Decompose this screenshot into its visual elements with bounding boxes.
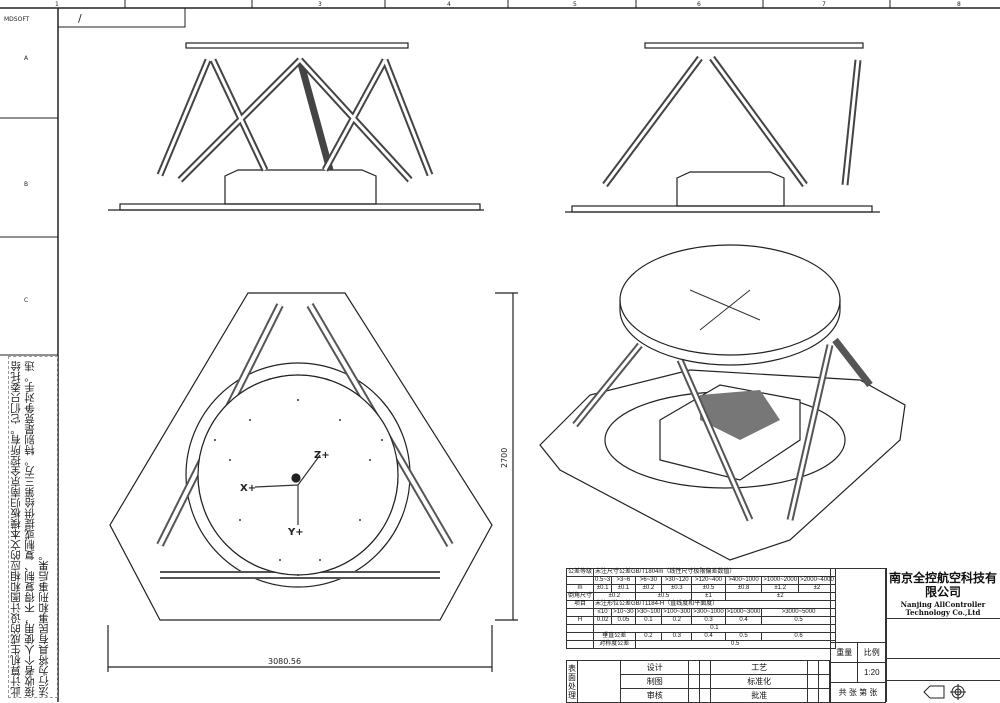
geometric-tolerance-title: 未注形位公差GB/T1184-H（直线度和平面度） [593, 600, 836, 609]
value-cell: 0.5 [724, 632, 763, 641]
axis-label-y: Y+ [287, 527, 304, 538]
value-cell: 0.5 [634, 640, 836, 649]
value-cell: 0.3 [661, 632, 693, 641]
range-cell: >6~30 [634, 576, 663, 585]
sheet-count: 共 张 第 张 [830, 682, 886, 703]
value-cell: 0.1 [634, 616, 663, 625]
value-cell: ±0.1 [593, 584, 613, 593]
axis-label-z: Z+ [314, 450, 330, 461]
value-cell: ±0.8 [724, 584, 763, 593]
approve-label: 批准 [710, 688, 809, 703]
value-cell: ±0.2 [593, 592, 636, 601]
column-marker: 3 [318, 1, 322, 8]
value-cell: 0.2 [661, 616, 693, 625]
column-marker: 5 [573, 1, 577, 8]
axis-label-x: X+ [240, 483, 256, 494]
range-cell: >3~6 [611, 576, 636, 585]
value-cell: 0.4 [724, 616, 763, 625]
standardization-label: 标准化 [710, 674, 809, 689]
tolerance-label: 公差等级 [565, 568, 595, 577]
title-block: 公差等级未注尺寸公差GB/T1804m（线性尺寸极限偏差数值） 0.5~3>3~… [565, 568, 886, 703]
value-cell: ±2 [724, 592, 836, 601]
company-name-en: Nanjing AllController Technology Co.,Ltd [900, 600, 986, 617]
perpendicularity-label: 垂直公差 [593, 632, 636, 641]
value-cell: 0.3 [691, 616, 726, 625]
value-cell: 0.05 [611, 616, 636, 625]
company-name-cn: 南京全控航空科技有限公司 [888, 571, 997, 599]
range-cell: >1000~2000 [761, 576, 800, 585]
value-cell: 0.6 [761, 632, 836, 641]
value-cell: 0.4 [691, 632, 726, 641]
value-cell: ±0.5 [634, 592, 693, 601]
design-label: 设计 [619, 660, 690, 675]
value-cell: 0.2 [634, 632, 663, 641]
surface-treatment-label: 表面处理 [566, 660, 578, 703]
isometric-view [539, 244, 906, 561]
row-marker: B [24, 181, 28, 188]
linear-tolerance-title: 未注尺寸公差GB/T1804m（线性尺寸极限偏差数值） [593, 568, 836, 577]
column-marker: 7 [822, 1, 826, 8]
projection-symbol-icon [923, 684, 966, 700]
company-block [886, 568, 1000, 702]
value-cell: ±1.2 [761, 584, 800, 593]
range-cell: >30~120 [661, 576, 693, 585]
copyright-notice: 此计算机生成的设计图和相应的文本模板归南京全控所有。它们只委托给接收者个人使用，… [8, 356, 58, 698]
range-cell: >300~1000 [691, 608, 726, 617]
plan-view [107, 292, 518, 672]
side-elevation-view [565, 42, 880, 213]
value-cell: 0.1 [593, 624, 836, 633]
chamfer-label: 倒角尺寸 [565, 592, 595, 601]
width-dimension: 3080.56 [268, 657, 301, 666]
range-cell: ≤10 [593, 608, 613, 617]
range-cell: >120~400 [691, 576, 726, 585]
range-cell: >30~100 [634, 608, 663, 617]
value-cell: ±0.1 [611, 584, 636, 593]
value-cell: ±0.3 [661, 584, 693, 593]
class-cell: H [565, 616, 595, 625]
range-cell: >400~1000 [724, 576, 763, 585]
row-marker: A [24, 55, 29, 62]
item-label: 项目 [565, 600, 595, 609]
review-label: 审核 [619, 688, 690, 703]
column-marker: 4 [447, 1, 451, 8]
process-label: 工艺 [710, 660, 809, 675]
column-marker: 8 [957, 1, 961, 8]
front-elevation-view [108, 42, 484, 211]
software-tag: MDSOFT [4, 16, 30, 23]
range-cell: >3000~5000 [761, 608, 836, 617]
revision-mark: / [78, 12, 82, 25]
range-cell: >10~30 [611, 608, 636, 617]
column-marker: 6 [697, 1, 701, 8]
range-cell: >1000~3000 [724, 608, 763, 617]
scale-label: 比例 [857, 642, 886, 663]
range-cell: 0.5~3 [593, 576, 613, 585]
value-cell: ±0.2 [634, 584, 663, 593]
company-name: 南京全控航空科技有限公司 Nanjing AllController Techn… [886, 568, 1000, 617]
row-marker: C [24, 297, 28, 304]
value-cell: 0.5 [761, 616, 836, 625]
class-cell: m [565, 584, 595, 593]
weight-label: 重量 [829, 642, 859, 663]
scale-value: 1:20 [857, 662, 886, 683]
value-cell: ±1 [691, 592, 726, 601]
symmetry-label: 对称度公差 [593, 640, 636, 649]
column-marker: 1 [55, 1, 59, 8]
range-cell: >100~300 [661, 608, 693, 617]
drafting-label: 制图 [619, 674, 690, 689]
value-cell: 0.02 [593, 616, 613, 625]
value-cell: ±0.5 [691, 584, 726, 593]
height-dimension: 2700 [500, 448, 509, 468]
